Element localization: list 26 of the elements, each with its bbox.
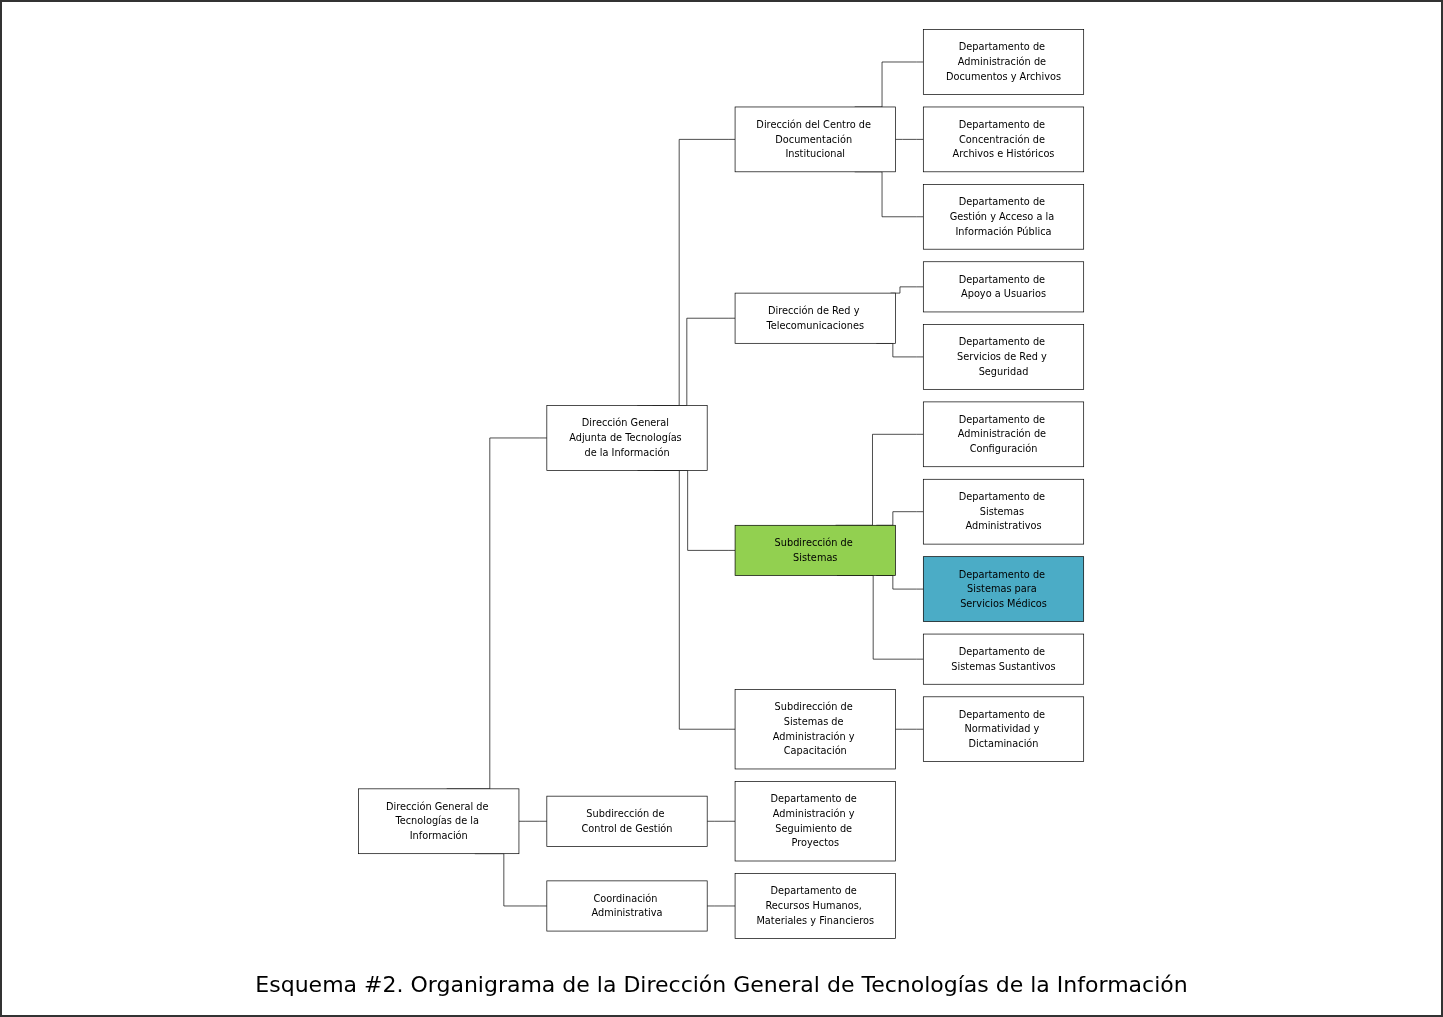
node-box: Dirección de Red y Telecomunicaciones (735, 292, 897, 344)
node-box: Departamento de Administración y Seguimiento de Proyectos (735, 781, 897, 862)
node-box: Departamento de Servicios de Red y Seguridad (923, 324, 1085, 390)
connector (707, 820, 736, 822)
node-box: Dirección del Centro de Documentación Institucional (735, 106, 897, 173)
node-box: Departamento de Administración de Documentos y Archivos (923, 29, 1085, 95)
node-box: Departamento de Administración de Configuración (923, 401, 1085, 468)
node-box: Departamento de Recursos Humanos, Materiales y Financieros (735, 873, 897, 939)
node-box: Subdirección de Sistemas de Administración y Capacitación (735, 689, 897, 770)
node-box: Departamento de Apoyo a Usuarios (923, 261, 1085, 313)
node-box: Departamento de Sistemas Sustantivos (923, 633, 1085, 685)
node-box: Dirección General de Tecnologías de la Información (358, 788, 520, 855)
node-box: Subdirección de Sistemas (735, 524, 897, 576)
connector (518, 820, 548, 822)
caption: Esquema #2. Organigrama de la Dirección General de Tecnologías de la Información (255, 972, 1188, 997)
node-box: Departamento de Gestión y Acceso a la Información Pública (923, 184, 1085, 250)
node-box: Dirección General Adjunta de Tecnologías de la Información (546, 405, 708, 471)
node-box: Departamento de Normatividad y Dictaminación (923, 696, 1085, 762)
node-box: Departamento de Sistemas para Servicios Médicos (923, 556, 1085, 622)
node-box: Coordinación Administrativa (546, 880, 708, 932)
node-box: Departamento de Sistemas Administrativos (923, 478, 1085, 545)
node-box: Subdirección de Control de Gestión (546, 795, 708, 847)
connector (895, 139, 925, 140)
connector (895, 728, 925, 730)
connector (707, 905, 736, 907)
node-box: Departamento de Concentración de Archivos e Históricos (923, 106, 1085, 173)
